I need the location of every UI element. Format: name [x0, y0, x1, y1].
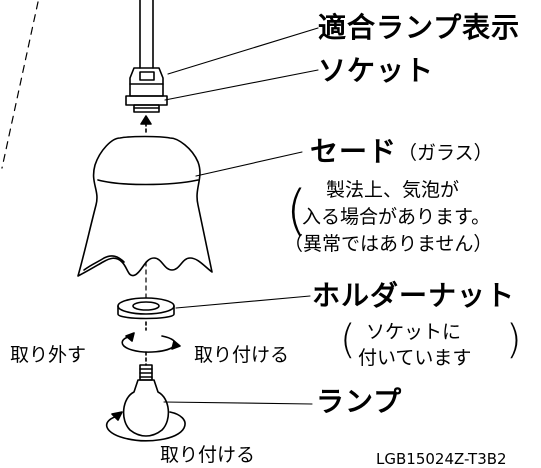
- holder-note-line2: 付いています: [358, 347, 472, 369]
- shade-note-paren: (: [286, 179, 308, 242]
- cord: [139, 0, 154, 69]
- lamp-part: [105, 351, 186, 442]
- socket-arrow-head: [140, 115, 152, 125]
- shade-label: セード: [310, 135, 398, 168]
- holder-note-line1: ソケットに: [366, 321, 462, 343]
- leader-lamp: [163, 401, 313, 405]
- leader-holder: [175, 295, 311, 309]
- model-code: LGB15024Z-T3B2: [376, 450, 507, 468]
- compatible-lamp-label: 適合ランプ表示: [318, 11, 521, 44]
- attach-lamp-label: 取り付ける: [160, 444, 256, 466]
- shade-note-line3: （異常ではありません）: [284, 233, 493, 255]
- socket-part: [125, 67, 168, 113]
- glass-shade: [77, 135, 213, 277]
- leader-compatible: [167, 27, 319, 75]
- leader-socket: [164, 69, 319, 101]
- lamp-label: ランプ: [316, 385, 403, 418]
- ceiling-dashed-line: [1, 1, 39, 169]
- shade-sub-label: （ガラス）: [398, 142, 493, 164]
- leader-shade: [195, 151, 303, 177]
- holder-note-paren-left: (: [340, 317, 356, 363]
- shade-note-line1: 製法上、気泡が: [326, 179, 460, 201]
- socket-label: ソケット: [318, 54, 435, 87]
- holder-note-paren-right: ): [506, 317, 522, 363]
- remove-label: 取り外す: [10, 344, 87, 366]
- attach-holder-label: 取り付ける: [194, 344, 290, 366]
- holder-nut-part: [117, 297, 181, 353]
- shade-note-line2: 入る場合があります。: [302, 206, 491, 228]
- holder-nut-label: ホルダーナット: [312, 279, 516, 312]
